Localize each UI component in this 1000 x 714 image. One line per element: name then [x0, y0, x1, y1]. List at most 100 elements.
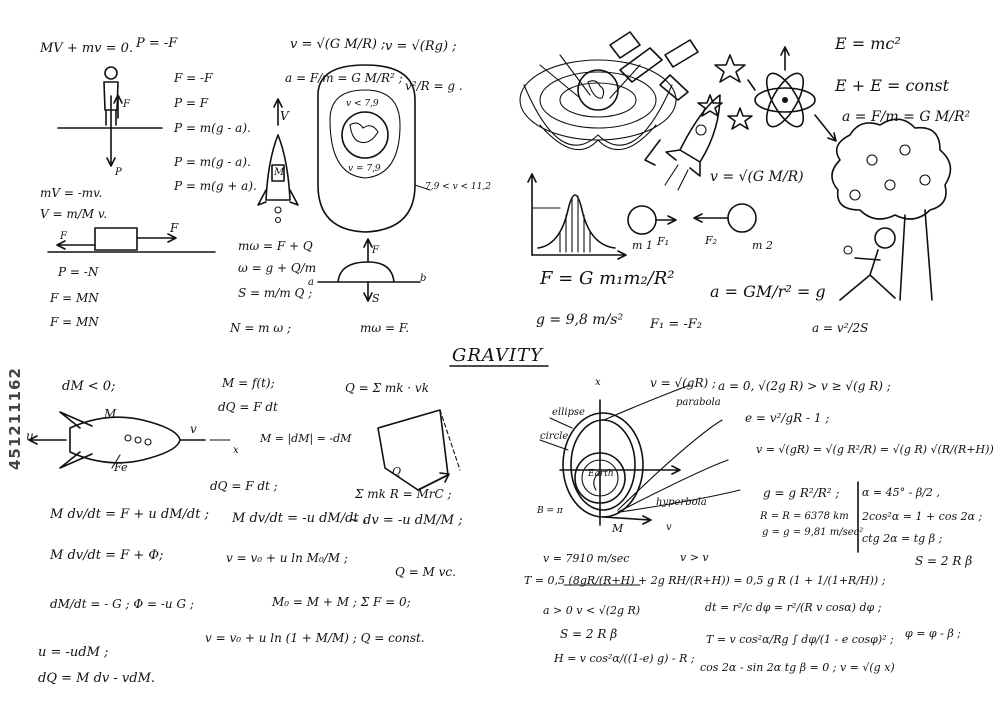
center-mass-eq: Σ mk R = MrC ; [355, 487, 452, 501]
momentum-eq: Q = M vc. [395, 565, 456, 579]
eccentricity-eq: e = v²/gR - 1 ; [745, 411, 830, 425]
force-label: F [372, 245, 379, 256]
orbits-diagram-drawing [539, 384, 741, 526]
momentum-q-label: Q [392, 465, 402, 478]
kinematics-eq: a = v²/2S [812, 321, 869, 335]
period-eq: T = 0,5 (8gR/(R+H) + 2g RH/(R+H)) = 0,5 … [524, 574, 886, 587]
first-cosmic-velocity: v = 7910 m/sec [543, 552, 630, 565]
reactive-force-eq: M dv/dt = F + Φ; [50, 548, 164, 563]
mass-flow-eq: dM/dt = - G ; Φ = -u G ; [50, 597, 194, 611]
parabola-label: parabola [676, 397, 721, 408]
friction-eq: F = MN [50, 315, 99, 329]
mass-one-label: m 1 [632, 239, 653, 252]
momentum-conservation-eq: MV + mv = 0. [40, 41, 134, 56]
stars-drawing [697, 54, 753, 130]
exhaust-velocity-label: u [26, 429, 34, 443]
escape-velocity-orbit-drawing [317, 64, 431, 302]
external-force-label: Fe [114, 461, 128, 474]
g-value: g = 9,8 m/s² [536, 312, 624, 328]
circular-velocity-height-eq: v = √(gR) = √(g R²/R) = √(g R) √(R/(R+H)… [756, 443, 994, 456]
weight-equation: P = m(g - a). [174, 121, 251, 135]
atom-drawing [747, 46, 837, 142]
person-on-scale-drawing [57, 66, 163, 167]
velocity-compare: v > v [680, 551, 709, 564]
angle-label: B = π [537, 506, 563, 516]
normal-distribution-drawing [527, 173, 627, 260]
hyperbola-label: hyperbola [656, 497, 707, 508]
force-equation: P = -F [136, 36, 178, 51]
g-value: g = g = 9,81 m/sec² [762, 527, 864, 538]
mass-label: M [104, 407, 117, 421]
velocity-label: v [190, 422, 197, 436]
recoil-equation: V = m/M v. [40, 207, 108, 221]
axis-x-label: x [595, 377, 601, 388]
normal-force-eq: P = -N [58, 265, 99, 279]
mass-two-label: m 2 [752, 239, 773, 252]
velocity-label: v [666, 522, 672, 533]
satellite-drawing [609, 31, 699, 101]
energy-conservation-eq: E + E = const [835, 76, 950, 95]
page-title: GRAVITY [452, 345, 544, 366]
mass-abs-eq: M = |dM| = -dM [260, 432, 352, 445]
angle-eq: α = 45° - β/2 , [862, 486, 940, 499]
gravity-height-eq: g = g R²/R² ; [763, 486, 840, 500]
velocity-condition: a > 0 v < √(2g R) [543, 604, 641, 617]
gravity-well-grid-drawing [519, 54, 677, 150]
point-label: a [308, 277, 314, 288]
force-label: F [123, 99, 130, 110]
motion-eq: S = m/m Q ; [238, 286, 313, 300]
weight-equation: P = m(g + a). [174, 179, 257, 193]
orbital-velocity-eq: v = √(G M/R) ; [290, 37, 386, 52]
time-differential-eq: dt = r²/c dφ = r²/(R v cosα) dφ ; [705, 601, 882, 614]
trig-identity-eq: ctg 2α = tg β ; [862, 532, 943, 545]
angle-difference-eq: φ = φ - β ; [905, 627, 961, 640]
orbital-velocity-eq: v = √(Rg) ; [385, 39, 457, 54]
gravity-acceleration-eq: a = GM/r² = g [710, 282, 826, 301]
velocity-range-label: 7,9 < v < 11,2 [425, 182, 491, 192]
circular-velocity-eq: v = √(gR) ; [650, 376, 717, 390]
centripetal-eq: v²/R = g . [405, 79, 463, 93]
friction-max-eq: F = MN [50, 291, 99, 305]
impulse-eq: dQ = F dt [218, 400, 278, 414]
earth-label: Earth [588, 469, 614, 479]
weight-equation: P = m(g - a). [174, 155, 251, 169]
rocket-motion-eq: M dv/dt = -u dM/dt , [232, 511, 367, 526]
third-law-eq: F₁ = -F₂ [650, 317, 703, 332]
mass-sum-eq: M₀ = M + M ; Σ F = 0; [272, 595, 411, 609]
circle-label: circle [540, 431, 569, 442]
mass-change-eq: dM < 0; [62, 379, 116, 394]
jet-rocket-drawing [28, 411, 231, 469]
momentum-differential-eq: dQ = M dv - vdM. [38, 671, 156, 686]
arc-length-eq: S = 2 R β [915, 554, 973, 568]
block-friction-drawing [47, 227, 216, 253]
area-label: S [372, 292, 380, 305]
height-eq: H = v cos²α/((1-e) g) - R ; [554, 652, 695, 665]
velocity-log-eq: v = v₀ + u ln (1 + M/M) ; Q = const. [205, 631, 425, 645]
force-equation: P = F [174, 96, 209, 110]
meshchersky-eq: M dv/dt = F + u dM/dt ; [50, 507, 209, 522]
newton-gravitation-law: F = G m₁m₂/R² [540, 268, 675, 289]
impulse-eq: dQ = F dt ; [210, 479, 278, 493]
launch-condition-eq: cos 2α - sin 2α tg β = 0 ; v = √(g x) [700, 661, 895, 674]
mass-energy-eq: E = mc² [835, 34, 901, 53]
two-masses-drawing [627, 203, 757, 235]
polygon-momentum-drawing [377, 409, 461, 491]
arc-length-eq: S = 2 R β [560, 627, 618, 641]
trig-identity-eq: 2cos²α = 1 + cos 2α ; [862, 510, 983, 523]
tsiolkovsky-eq: v = v₀ + u ln M₀/M ; [226, 551, 348, 565]
velocity-change-eq: u = -udM ; [38, 645, 109, 660]
motion-eq: ω = g + Q/m [238, 261, 317, 275]
launch-point-label: M [612, 522, 624, 535]
mass-function-eq: M = f(t); [222, 376, 275, 390]
friction-force-label: F [60, 231, 67, 242]
orbital-velocity-eq: v = √(G M/R) [710, 169, 804, 185]
acceleration-eq: a = F/m = G M/R² ; [285, 71, 403, 85]
velocity-differential-eq: ~ dv = -u dM/M ; [348, 513, 463, 528]
velocity-label: V [280, 109, 289, 123]
axis-x-label: x [233, 445, 239, 456]
weight-label: P [115, 167, 122, 178]
stock-id-watermark: 451211162 [6, 367, 24, 470]
force-equation: F = -F [174, 71, 213, 85]
velocity-label: v = 7,9 [348, 164, 381, 174]
